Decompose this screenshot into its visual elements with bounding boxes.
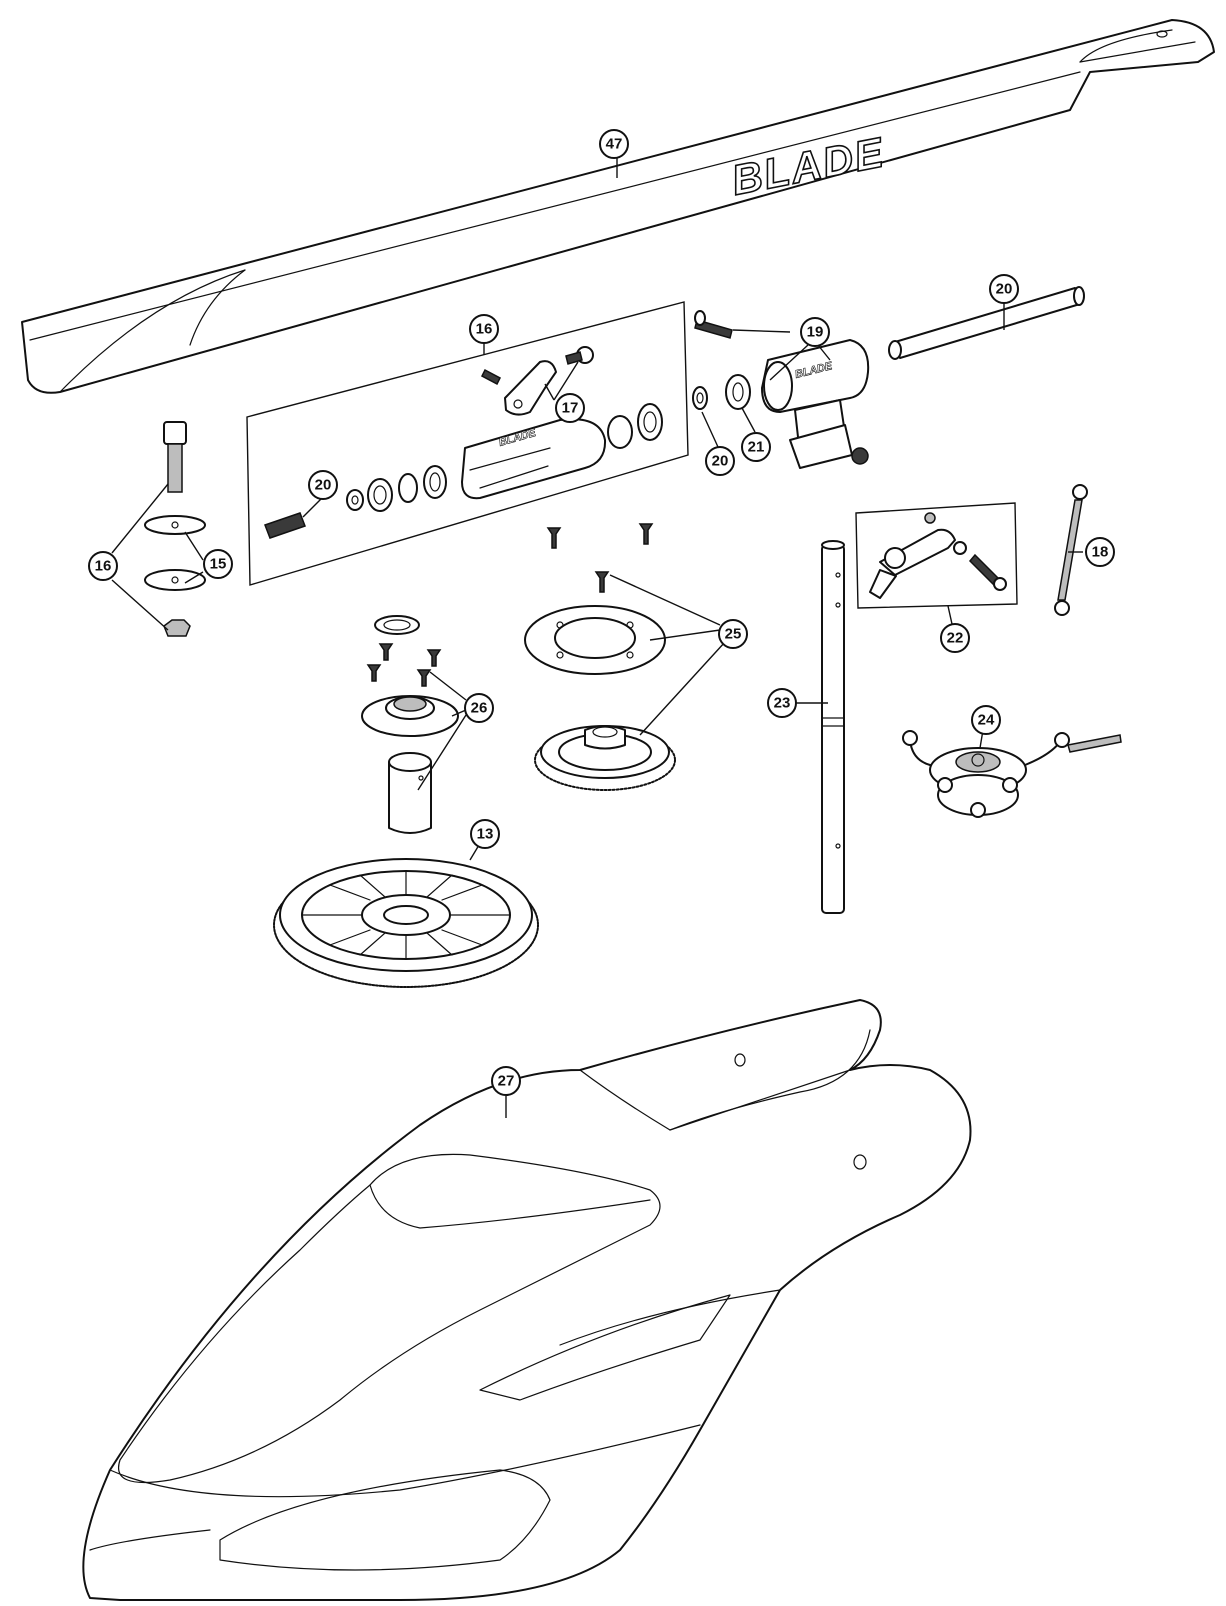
callout-20-rod: 20: [989, 274, 1019, 304]
svg-text:20: 20: [315, 477, 332, 494]
callout-22: 22: [940, 623, 970, 653]
svg-text:20: 20: [712, 453, 729, 470]
callout-21: 21: [741, 432, 771, 462]
svg-text:16: 16: [95, 558, 112, 575]
canopy: [82, 999, 972, 1601]
callout-26: 26: [464, 693, 494, 723]
main-gear: [273, 858, 539, 988]
svg-text:27: 27: [498, 1073, 515, 1090]
blade-grip-group-box: [246, 301, 689, 586]
svg-text:22: 22: [947, 630, 964, 647]
head-bolt-stack: [144, 421, 206, 637]
callout-17: 17: [555, 393, 585, 423]
callout-24: 24: [971, 705, 1001, 735]
thrust-bearing: [692, 374, 751, 410]
callout-20-left: 20: [308, 470, 338, 500]
svg-text:23: 23: [774, 695, 791, 712]
svg-text:47: 47: [606, 136, 623, 153]
spindle-shaft: [888, 286, 1085, 360]
one-way-hub: [361, 695, 459, 834]
svg-text:25: 25: [725, 626, 742, 643]
head-block: BLADE: [761, 339, 870, 469]
svg-text:19: 19: [807, 324, 824, 341]
callout-47: 47: [599, 129, 629, 159]
tail-drive-gear: [534, 725, 676, 791]
autorotation-screws: [546, 523, 654, 593]
autorotation-plate: [524, 605, 666, 675]
svg-text:20: 20: [996, 281, 1013, 298]
svg-text:15: 15: [210, 556, 227, 573]
main-shaft: [821, 540, 845, 914]
callout-18: 18: [1085, 537, 1115, 567]
callout-20-mid: 20: [705, 446, 735, 476]
main-rotor-blade: BLADE: [21, 19, 1215, 394]
callout-15: 15: [203, 549, 233, 579]
callout-13: 13: [470, 819, 500, 849]
svg-text:26: 26: [471, 700, 488, 717]
svg-text:21: 21: [748, 439, 765, 456]
callout-16-box: 16: [469, 314, 499, 344]
blade-grip: BLADE: [461, 403, 663, 500]
svg-text:17: 17: [562, 400, 579, 417]
control-link: [1054, 484, 1088, 616]
callout-25: 25: [718, 619, 748, 649]
svg-text:24: 24: [978, 712, 995, 729]
one-way-hub-hardware: [366, 615, 442, 687]
callout-16-bolt: 16: [88, 551, 118, 581]
grip-bearings: [264, 465, 447, 539]
swashplate: [902, 730, 1122, 818]
callout-27: 27: [491, 1066, 521, 1096]
svg-text:18: 18: [1092, 544, 1109, 561]
svg-text:13: 13: [477, 826, 494, 843]
follower-box: [855, 502, 1018, 609]
spindle-bolt: [694, 310, 733, 339]
grip-arm: [481, 346, 594, 416]
svg-text:16: 16: [476, 321, 493, 338]
callout-19: 19: [800, 317, 830, 347]
callout-23: 23: [767, 688, 797, 718]
